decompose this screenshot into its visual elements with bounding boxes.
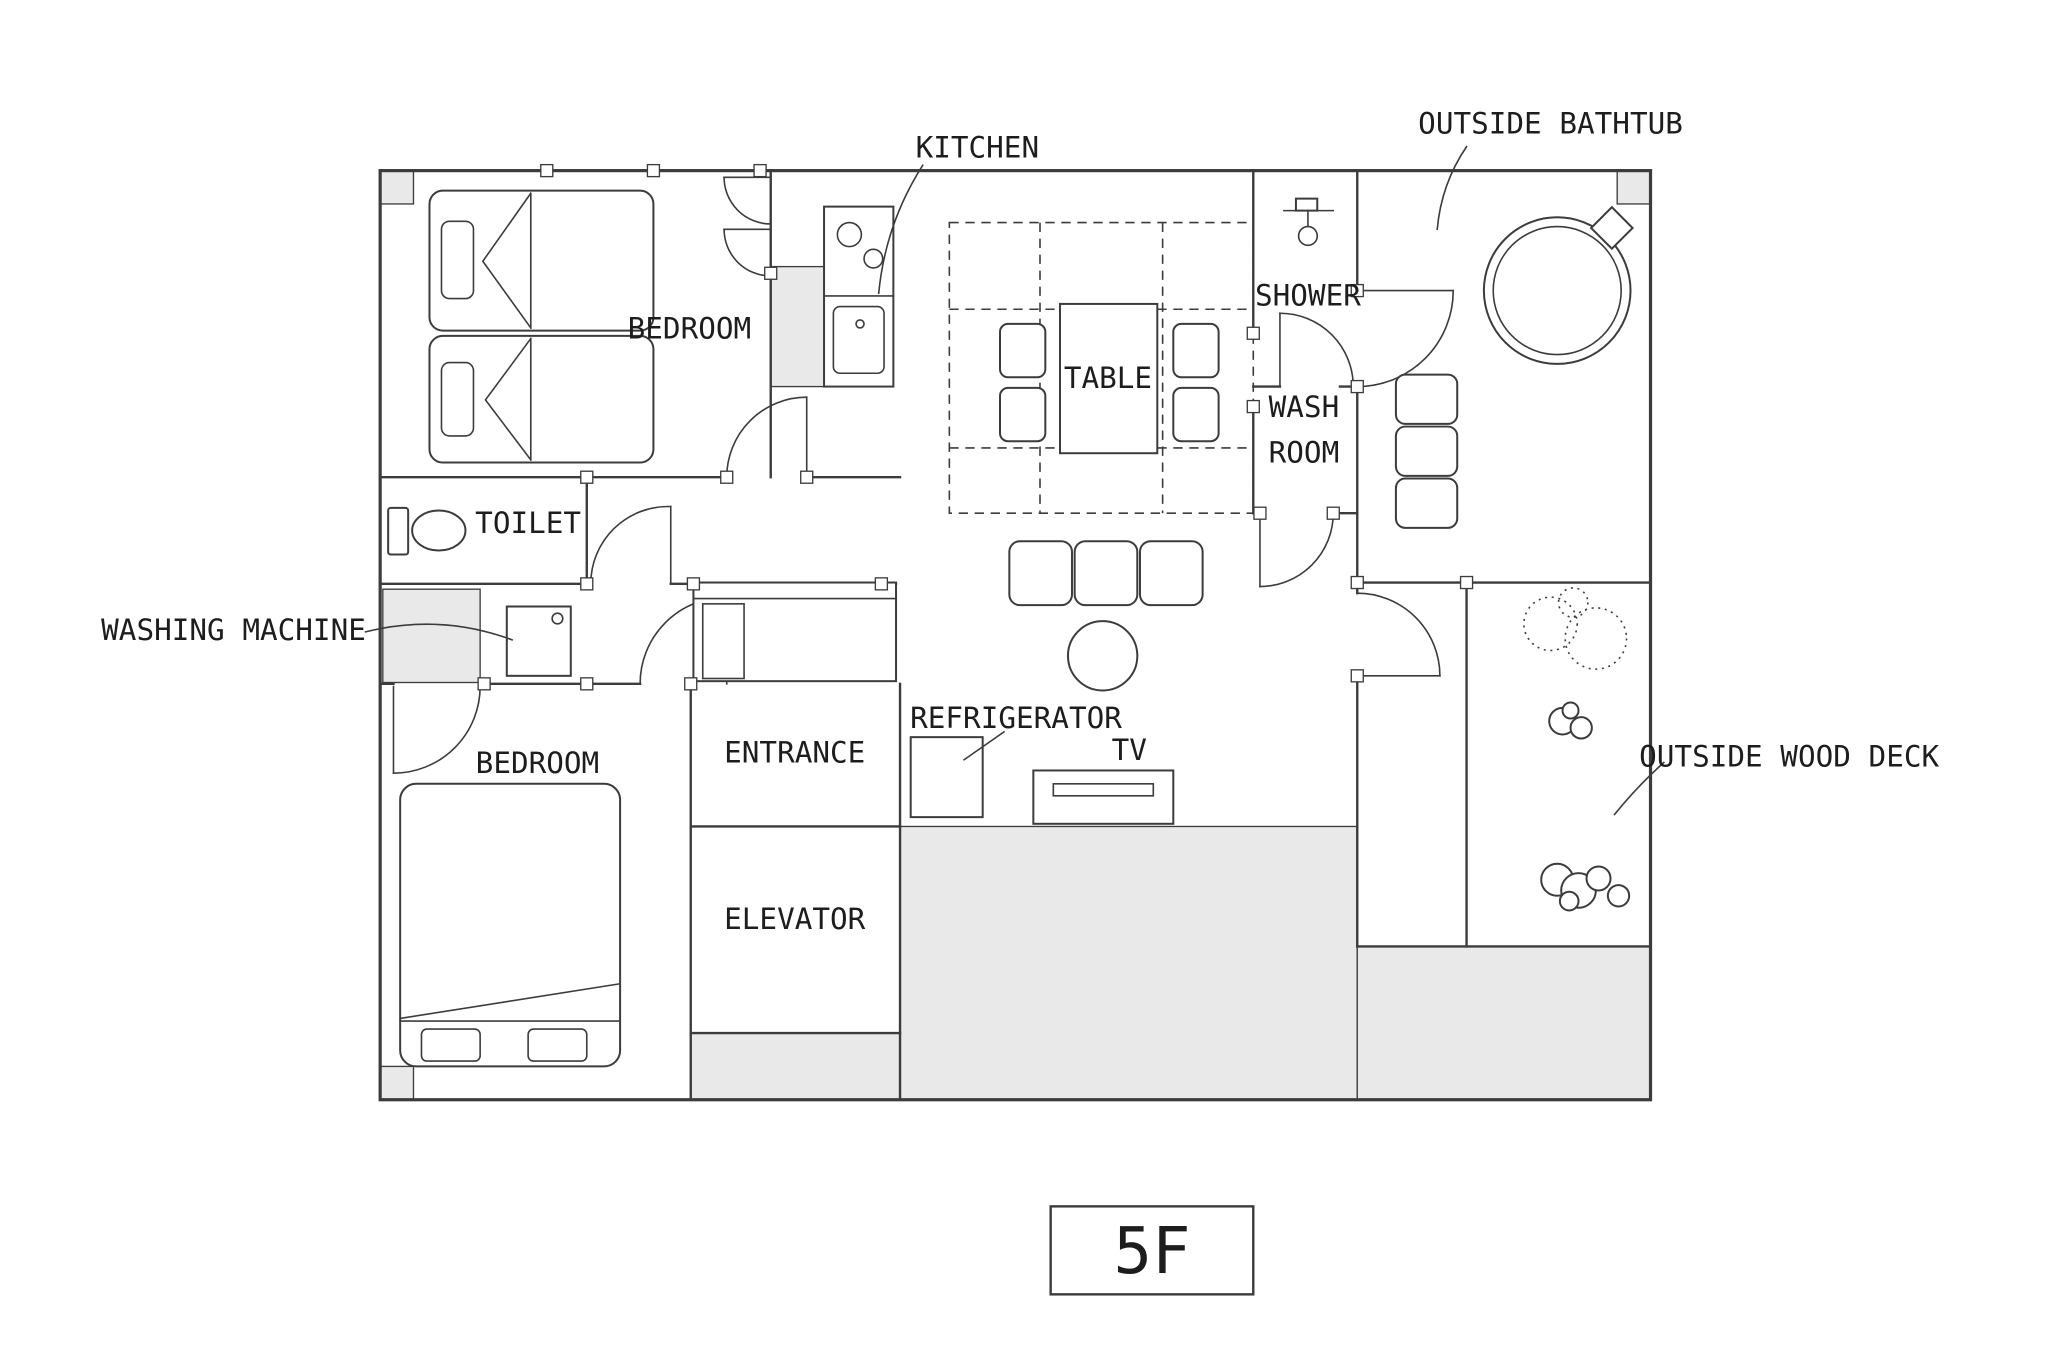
kitchen-counter-back <box>770 265 828 388</box>
wash-room-label-line1: WASH <box>1269 390 1340 424</box>
bedroom-top-door-icon <box>725 396 808 479</box>
kitchen-unit-icon <box>823 205 895 388</box>
corner-column-bottom-left <box>379 1065 415 1101</box>
bench-seat-icon <box>1394 373 1459 529</box>
bed-icon <box>428 334 655 464</box>
outside-bathtub-icon <box>1482 205 1635 365</box>
toilet-icon <box>387 506 467 556</box>
chair-icon <box>999 386 1047 443</box>
coffee-table-icon <box>1066 620 1139 692</box>
outside-bathtub-leader-line <box>1436 145 1468 231</box>
door-swings <box>392 176 1455 774</box>
washing-machine-icon <box>505 605 572 677</box>
shower-label: SHOWER <box>1255 278 1361 312</box>
outside-wood-deck-leader-line <box>1613 761 1665 816</box>
bedroom-top-label: BEDROOM <box>628 312 752 346</box>
chair-icon <box>1172 322 1220 379</box>
toilet-label: TOILET <box>475 506 581 540</box>
pillow-icon <box>440 361 475 437</box>
lower-slab-center <box>899 825 1358 1101</box>
deck-plants-icon <box>1523 587 1631 912</box>
pillow-icon <box>527 1028 588 1062</box>
tv-label: TV <box>1112 733 1147 767</box>
floor-label: 5F <box>1113 1215 1190 1289</box>
entrance-label: ENTRANCE <box>724 735 865 769</box>
outside-wood-deck-label: OUTSIDE WOOD DECK <box>1639 739 1939 773</box>
shower-door-icon <box>1279 312 1355 388</box>
bed-icon <box>428 189 655 332</box>
tv-icon <box>1032 769 1175 825</box>
interior-walls <box>378 169 1652 1101</box>
bedroom-bottom-door-icon <box>392 685 481 774</box>
wood-deck-door-icon <box>1356 592 1441 677</box>
kitchen-label: KITCHEN <box>916 130 1040 164</box>
dining-table-icon <box>999 302 1220 455</box>
service-shaft <box>382 588 481 684</box>
refrigerator-label: REFRIGERATOR <box>910 701 1122 735</box>
pillow-icon <box>440 220 475 300</box>
refrigerator-icon <box>909 736 984 819</box>
entrance-closet-icon <box>692 581 898 683</box>
room-labels: KITCHEN OUTSIDE BATHTUB BEDROOM SHOWER T… <box>101 106 1939 936</box>
outside-bathtub-label: OUTSIDE BATHTUB <box>1418 106 1683 140</box>
bedroom-top-bifold-door-icon <box>723 176 772 225</box>
bedroom-bottom-label: BEDROOM <box>476 746 600 780</box>
wash-room-label-line2: ROOM <box>1269 436 1340 470</box>
bathtub-door-icon <box>1356 289 1455 388</box>
bathtub-step-icon <box>1589 205 1635 251</box>
wall-joint-markers <box>477 163 1474 691</box>
corner-column-top-left <box>379 169 415 205</box>
leader-lines <box>364 145 1665 816</box>
pillow-icon <box>420 1028 481 1062</box>
outer-wall <box>378 169 1653 1102</box>
table-label: TABLE <box>1064 361 1152 395</box>
sofa-icon <box>1008 540 1204 607</box>
double-bed-icon <box>399 782 622 1068</box>
chair-icon <box>999 322 1047 379</box>
toilet-door-icon <box>589 505 672 585</box>
twin-beds-icon <box>428 189 655 464</box>
corner-column-top-right <box>1616 169 1652 205</box>
kitchen-leader-line <box>877 164 924 295</box>
washing-machine-leader-line <box>364 623 514 641</box>
washroom-door-icon <box>1259 512 1335 588</box>
shower-head-icon <box>1283 197 1335 247</box>
lower-slab-right <box>1356 945 1652 1101</box>
floor-badge: 5F <box>1049 1205 1255 1296</box>
shaded-areas <box>379 169 1652 1101</box>
refrigerator-leader-line <box>962 730 1006 761</box>
elevator-label: ELEVATOR <box>724 902 866 936</box>
elevator-pit <box>690 1032 901 1101</box>
washing-machine-label: WASHING MACHINE <box>101 613 366 647</box>
chair-icon <box>1172 386 1220 443</box>
